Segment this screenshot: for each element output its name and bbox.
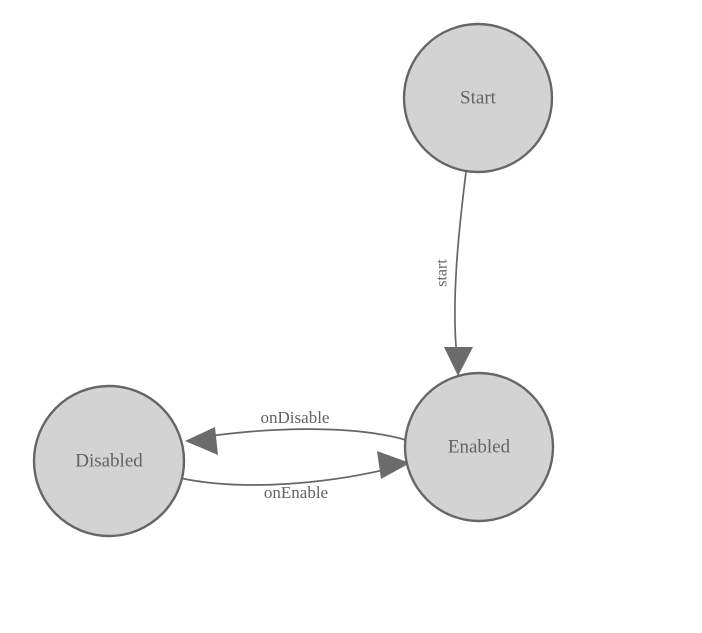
- node-enabled-circle: [403, 371, 555, 523]
- edge-start-to-enabled[interactable]: start: [434, 171, 473, 376]
- edge-enabled-to-disabled-arrowhead: [185, 427, 218, 455]
- node-start-label: Start: [460, 87, 497, 108]
- node-enabled[interactable]: Enabled: [403, 371, 555, 523]
- edge-disabled-to-enabled-arrowhead: [377, 451, 410, 479]
- node-start-circle: [402, 22, 554, 174]
- edge-enabled-to-disabled[interactable]: onDisable: [185, 408, 407, 455]
- edge-start-to-enabled-line: [454, 171, 467, 359]
- edge-label-start: start: [434, 259, 451, 287]
- node-disabled[interactable]: Disabled: [32, 384, 186, 538]
- edge-label-onenable: onEnable: [264, 483, 328, 502]
- edge-start-to-enabled-arrowhead: [444, 347, 473, 376]
- node-disabled-label: Disabled: [75, 450, 143, 471]
- node-enabled-label: Enabled: [448, 436, 511, 457]
- edge-enabled-to-disabled-line: [202, 428, 407, 441]
- node-start[interactable]: Start: [402, 22, 554, 174]
- edge-label-ondisable: onDisable: [261, 408, 330, 427]
- edge-disabled-to-enabled-line: [179, 467, 393, 486]
- node-disabled-circle: [32, 384, 186, 538]
- edge-disabled-to-enabled[interactable]: onEnable: [179, 451, 410, 502]
